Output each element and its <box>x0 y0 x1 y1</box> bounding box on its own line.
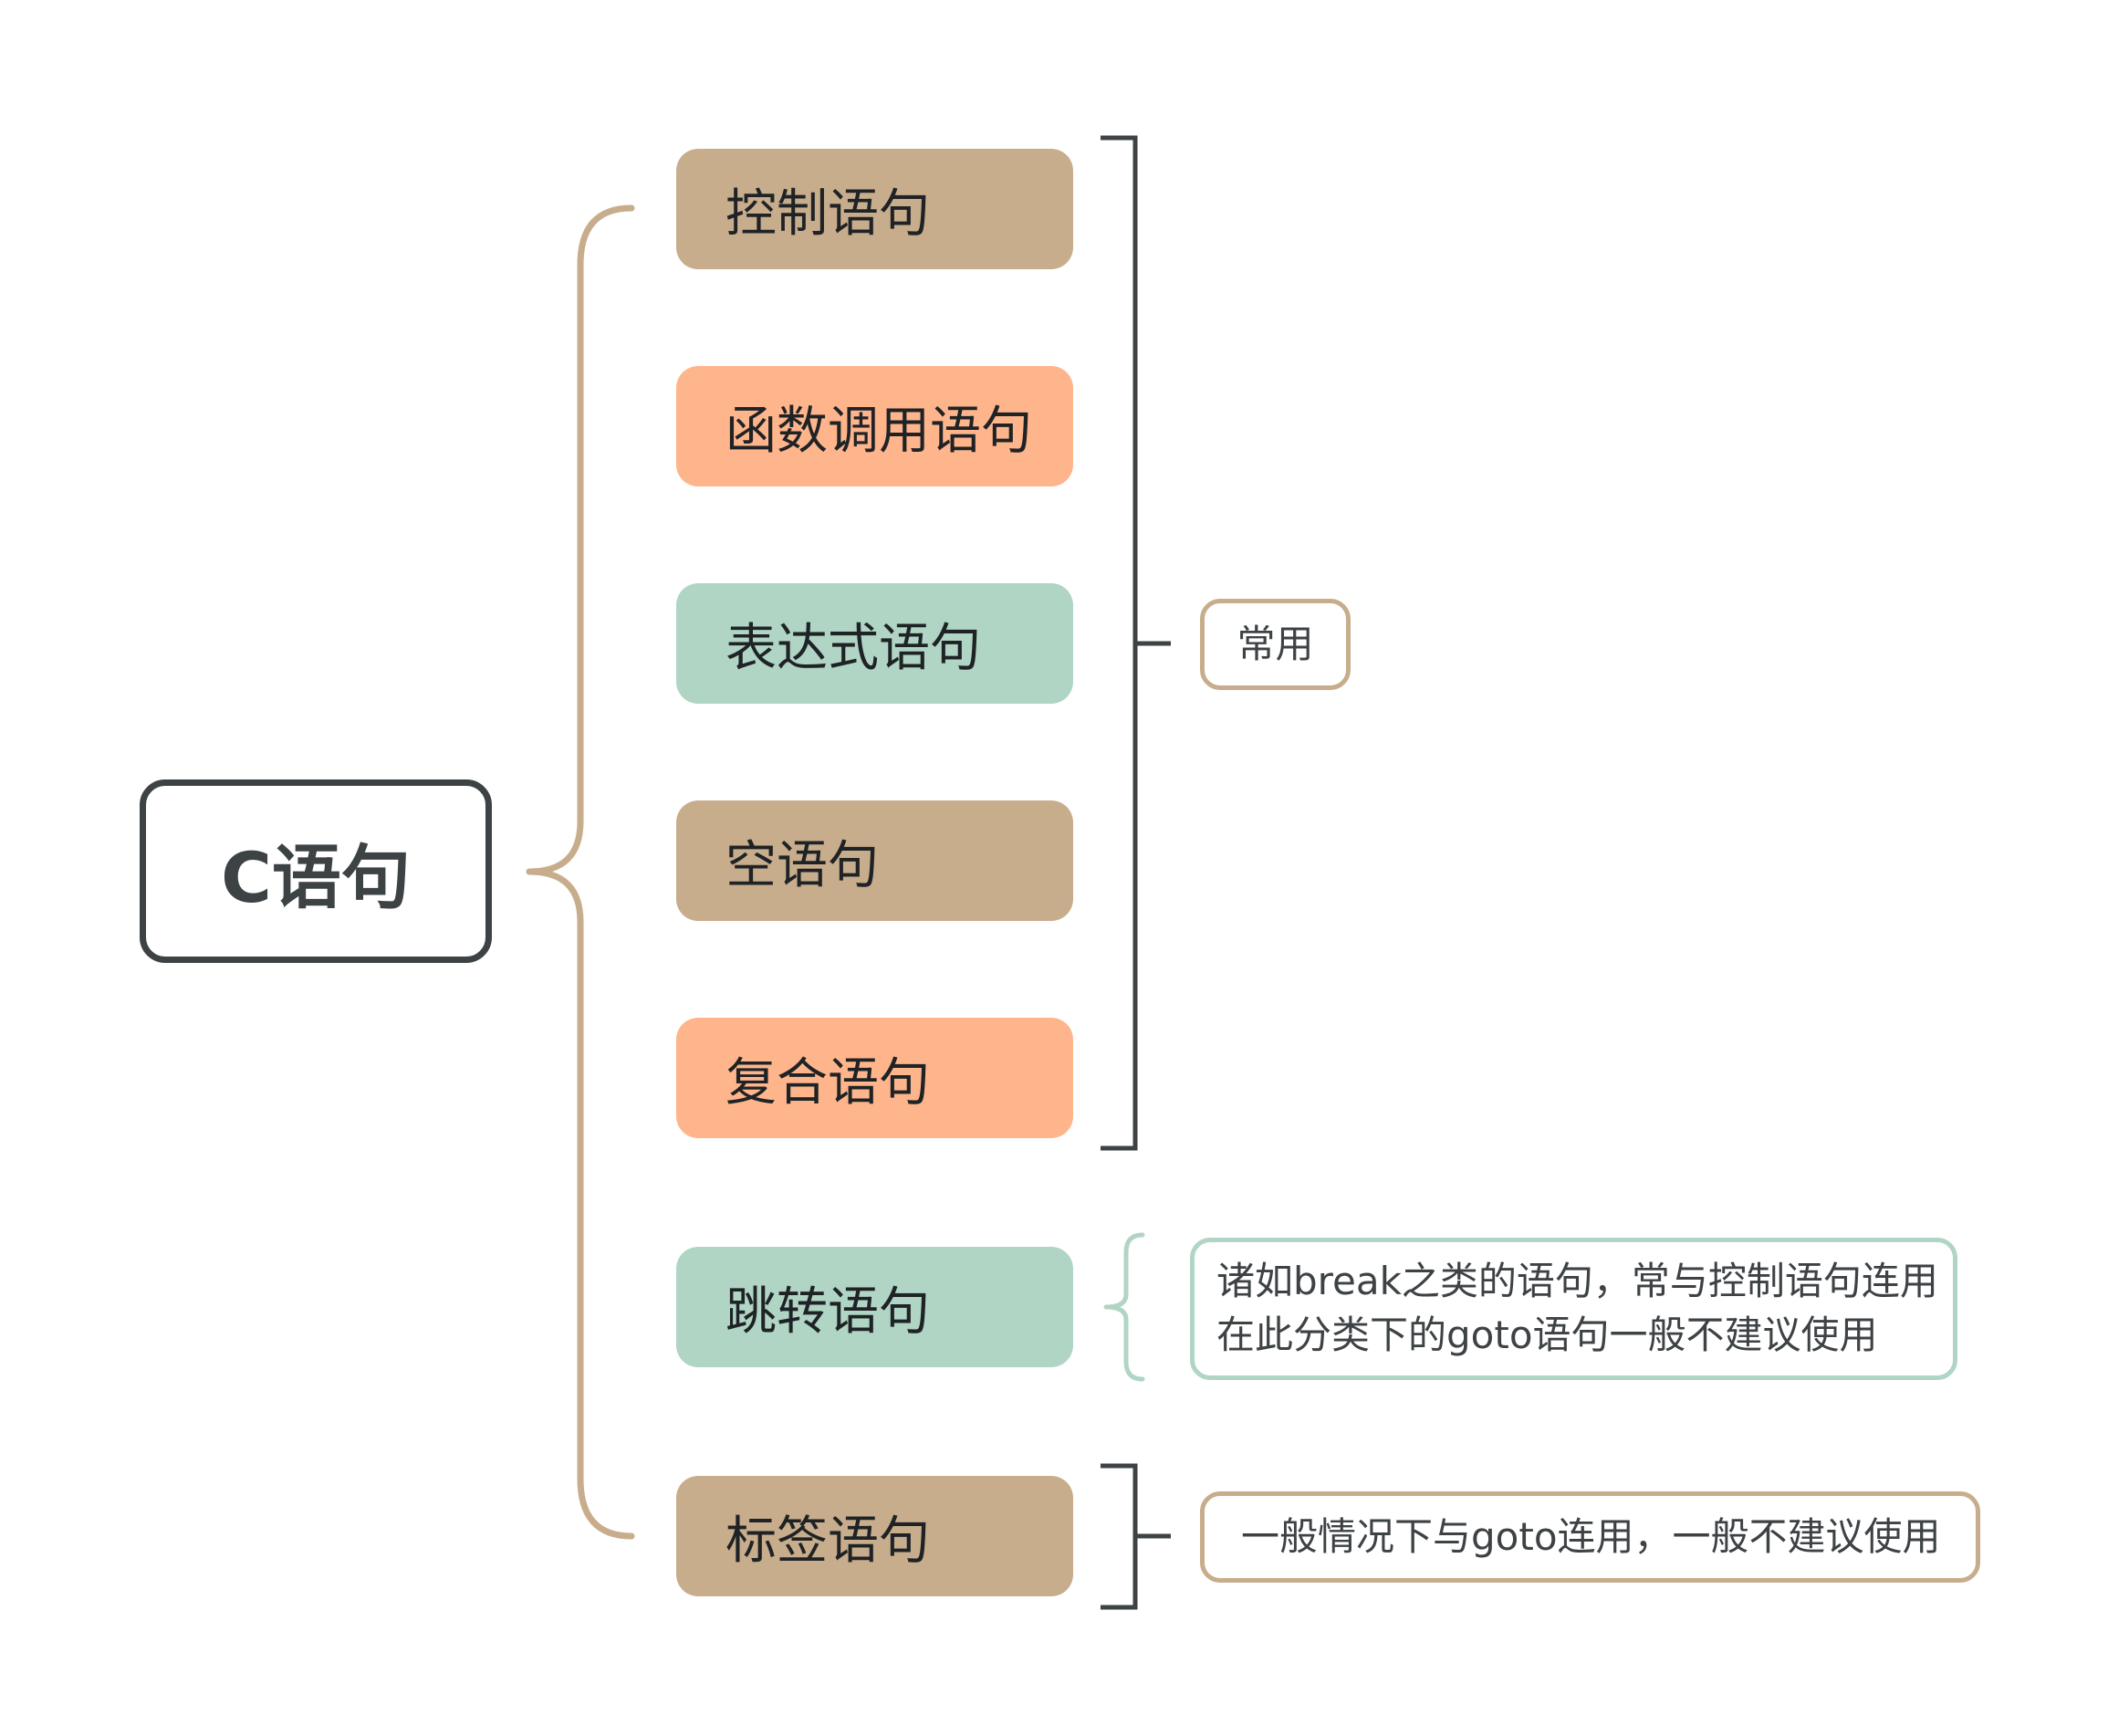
topic-compound: 复合语句 <box>676 1018 1073 1138</box>
common-bracket <box>1101 135 1171 1151</box>
topic-control: 控制语句 <box>676 149 1073 269</box>
root-brace <box>526 204 635 1540</box>
root-node: C语句 <box>140 779 492 963</box>
topic-function-call: 函数调用语句 <box>676 366 1073 486</box>
note-jump: 诸如break之类的语句，常与控制语句连用 在此分类下的goto语句一般不建议使… <box>1190 1238 1957 1380</box>
topic-label: 控制语句 <box>725 183 930 244</box>
topic-label: 跳转语句 <box>725 1281 930 1342</box>
label-bracket <box>1101 1463 1171 1610</box>
topic-label: 表达式语句 <box>725 618 981 678</box>
topic-jump: 跳转语句 <box>676 1247 1073 1367</box>
topic-empty: 空语句 <box>676 800 1073 921</box>
note-common: 常用 <box>1200 599 1351 690</box>
note-jump-line-1: 诸如break之类的语句，常与控制语句连用 <box>1216 1259 1938 1304</box>
note-common-text: 常用 <box>1237 621 1314 666</box>
note-label-text: 一般情况下与goto连用，一般不建议使用 <box>1241 1513 1941 1559</box>
topic-label-statement: 标签语句 <box>676 1476 1073 1596</box>
note-label: 一般情况下与goto连用，一般不建议使用 <box>1200 1491 1980 1583</box>
topic-expression: 表达式语句 <box>676 583 1073 704</box>
topic-label: 函数调用语句 <box>725 401 1032 461</box>
root-label: C语句 <box>221 836 411 918</box>
topic-label: 标签语句 <box>725 1511 930 1571</box>
jump-brace <box>1103 1232 1145 1382</box>
note-jump-line-2: 在此分类下的goto语句一般不建议使用 <box>1216 1312 1878 1357</box>
topic-label: 复合语句 <box>725 1052 930 1113</box>
topic-label: 空语句 <box>725 835 879 895</box>
note-jump-lines: 诸如break之类的语句，常与控制语句连用 在此分类下的goto语句一般不建议使… <box>1216 1255 1938 1363</box>
